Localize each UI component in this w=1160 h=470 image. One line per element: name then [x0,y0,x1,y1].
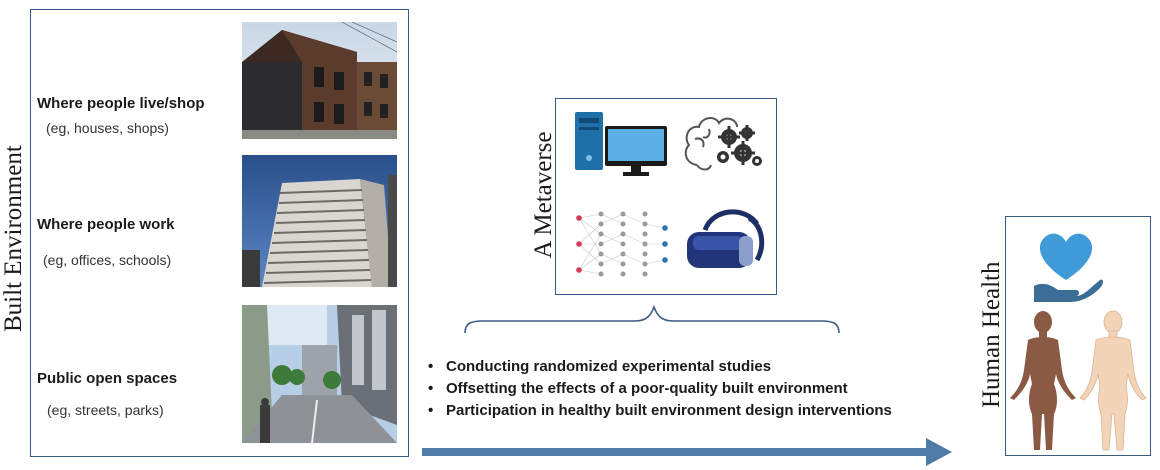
vr-headset-icon [687,209,765,268]
category-public-title: Public open spaces [37,370,178,387]
benefits-list: Conducting randomized experimental studi… [426,358,892,424]
city-street-photo [242,305,397,443]
metaverse-panel [555,98,777,295]
neural-network-icon [576,211,668,277]
office-tower-photo [242,155,397,287]
apartment-building-photo [242,22,397,139]
benefit-item: Conducting randomized experimental studi… [426,358,892,375]
category-public-subtitle: (eg, streets, parks) [47,402,164,418]
heart-hand-icon [1034,233,1103,302]
benefit-item: Offsetting the effects of a poor-quality… [426,380,892,397]
metaverse-label: A Metaverse [530,131,557,259]
category-work-title: Where people work [37,216,175,233]
male-figure-icon [1079,310,1147,451]
female-figure-icon [1010,311,1076,450]
brain-gears-icon [684,117,762,171]
category-live-shop-subtitle: (eg, houses, shops) [46,120,169,136]
built-environment-panel [30,9,409,457]
curly-brace [464,304,840,334]
category-live-shop-title: Where people live/shop [37,95,205,112]
built-environment-label: Built Environment [0,145,27,332]
human-health-panel [1005,216,1151,456]
benefit-item: Participation in healthy built environme… [426,402,892,419]
desktop-computer-icon [575,112,667,176]
category-work-subtitle: (eg, offices, schools) [43,252,172,268]
progress-arrow [422,438,952,466]
human-health-label: Human Health [978,261,1005,408]
